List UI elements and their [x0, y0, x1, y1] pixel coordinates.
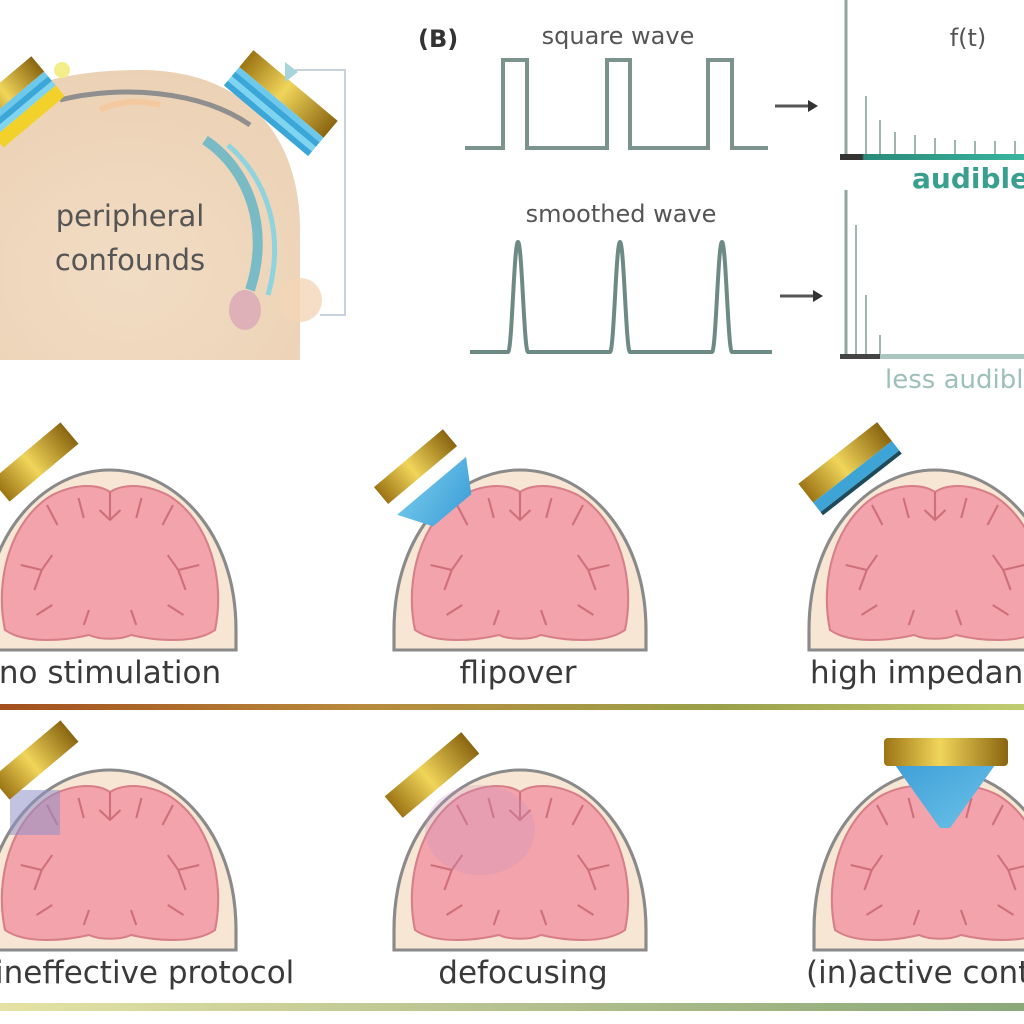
caption-inactive-control: (in)active control [806, 955, 1024, 991]
transducer-gold [0, 422, 79, 502]
smoothed-spectrum [840, 190, 1024, 359]
smoothed-wave-title: smoothed wave [526, 200, 717, 228]
square-spectrum [840, 0, 1024, 160]
sound-path-outer [226, 143, 278, 296]
square-wave-title: square wave [542, 22, 695, 50]
less-audible-label: less audible [885, 365, 1024, 395]
scenario-defocusing: defocusing [384, 732, 648, 991]
bracket-line [295, 69, 346, 316]
audible-label: audible [912, 162, 1024, 195]
transducer-gold [884, 738, 1008, 766]
row2-divider [0, 1003, 1024, 1011]
ear-icon [229, 290, 261, 330]
transducer-right [223, 50, 338, 157]
scenario-inactive-control: (in)active control [806, 738, 1024, 991]
defocused-beam [425, 785, 535, 875]
arrow-icon-bottom [780, 290, 823, 302]
panel-b-label: (B) [418, 25, 458, 53]
transducer-gold [384, 732, 480, 818]
row1-confounds: no stimulation flipover high impedance [0, 422, 1024, 691]
row2-confounds: ineffective protocol defocusing (in)acti… [0, 720, 1024, 991]
cochlea-icon [278, 278, 322, 322]
caption-high-impedance: high impedance [810, 655, 1024, 691]
caption-flipover: flipover [460, 655, 577, 691]
caption-defocusing: defocusing [438, 955, 607, 991]
peripheral-label: peripheral [56, 199, 205, 233]
smoothed-wave-trace [470, 239, 772, 354]
spectrum-title: f(t) [950, 24, 987, 52]
square-wave-trace [465, 58, 768, 150]
scenario-no-stimulation: no stimulation [0, 422, 238, 691]
scenario-flipover: flipover [373, 429, 648, 691]
transducer-with-gel-gap [798, 422, 902, 516]
skull-arc [59, 89, 252, 128]
caption-no-stimulation: no stimulation [0, 655, 221, 691]
sparkle-icon [54, 62, 70, 78]
transducer-flipped [373, 429, 472, 527]
confounds-label: confounds [55, 243, 205, 277]
panel-a-peripheral-confounds: peripheral confounds [0, 50, 346, 360]
transducer-gold [0, 720, 79, 800]
caption-ineffective-protocol: ineffective protocol [0, 955, 294, 991]
arrow-icon-top [775, 100, 818, 112]
focused-beam [895, 765, 995, 828]
speaker-icon [285, 62, 298, 82]
less-audible-band [840, 354, 1024, 359]
row1-divider [0, 704, 1024, 710]
sound-path [202, 135, 263, 292]
head-silhouette [0, 70, 300, 360]
scenario-ineffective-protocol: ineffective protocol [0, 720, 294, 991]
panel-b-waveforms: (B) square wave smoothed wave f(t) [418, 0, 1024, 395]
stimulated-region [10, 790, 60, 835]
audible-band [840, 154, 1024, 160]
yellow-wave-arc [98, 98, 161, 113]
transducer-left [0, 56, 65, 148]
scenario-high-impedance: high impedance [798, 422, 1024, 691]
